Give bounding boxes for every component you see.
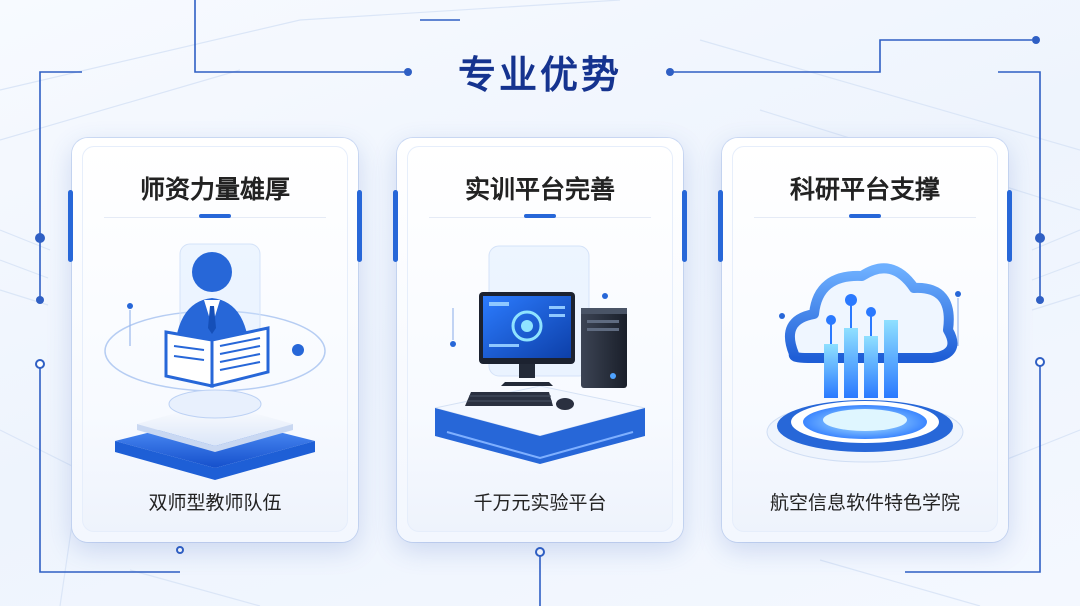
title-accent xyxy=(849,214,881,218)
card-caption: 航空信息软件特色学院 xyxy=(769,492,960,514)
page-title: 专业优势 xyxy=(457,53,622,97)
card-title: 科研平台支撑 xyxy=(789,175,940,204)
card-faculty: 师资力量雄厚 xyxy=(68,138,362,542)
card-caption: 双师型教师队伍 xyxy=(148,492,282,514)
title-accent xyxy=(199,214,231,218)
card-research-platform: 科研平台支撑 xyxy=(718,138,1012,542)
computer-workstation-icon xyxy=(434,245,646,464)
title-accent xyxy=(524,214,556,218)
card-training-platform: 实训平台完善 xyxy=(393,138,687,542)
card-title: 实训平台完善 xyxy=(464,175,615,204)
card-caption: 千万元实验平台 xyxy=(473,492,607,514)
teacher-reading-icon xyxy=(104,243,326,480)
cloud-chart-icon xyxy=(766,263,964,463)
card-title: 师资力量雄厚 xyxy=(139,175,290,204)
